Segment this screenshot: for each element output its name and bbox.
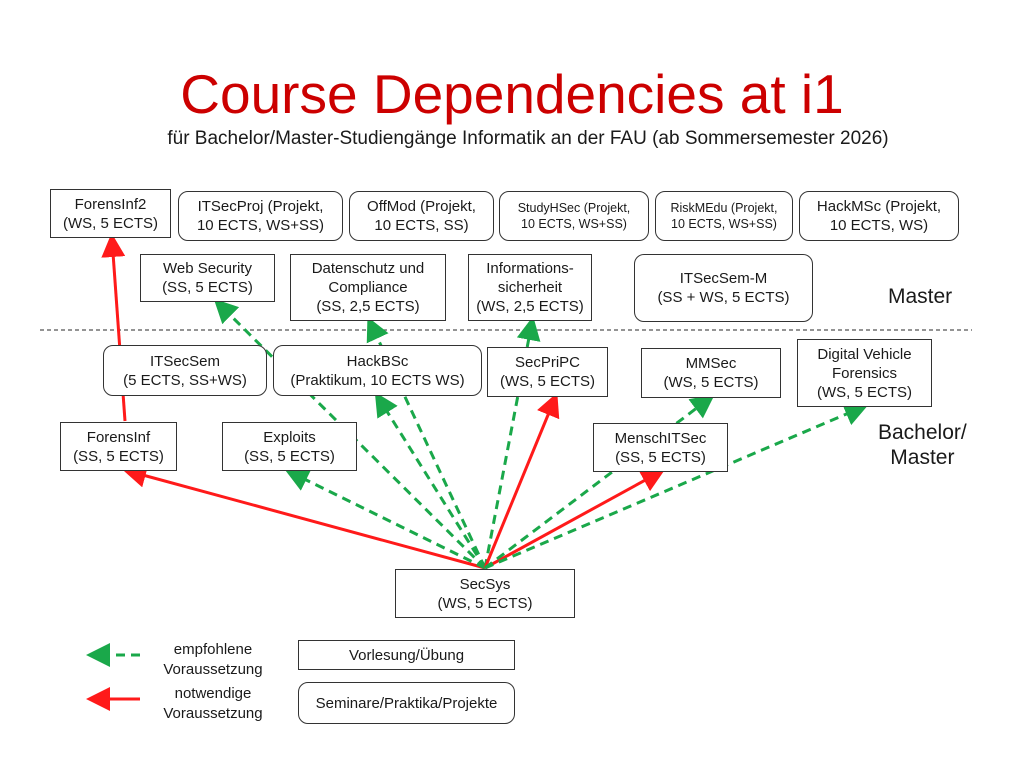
course-mmsec: MMSec (WS, 5 ECTS) [641, 348, 781, 398]
legend-lecture-box: Vorlesung/Übung [298, 640, 515, 670]
edge-secsys-to-menschitsec [484, 469, 666, 570]
course-itsecsem: ITSecSem (5 ECTS, SS+WS) [103, 345, 267, 396]
course-websecurity: Web Security (SS, 5 ECTS) [140, 254, 275, 302]
course-offmod: OffMod (Projekt, 10 ECTS, SS) [349, 191, 494, 241]
course-forensinf2: ForensInf2 (WS, 5 ECTS) [50, 189, 171, 238]
edge-secsys-to-forensinf [122, 464, 486, 570]
legend-seminar-box: Seminare/Praktika/Projekte [298, 682, 515, 724]
course-infosec: Informations- sicherheit (WS, 2,5 ECTS) [468, 254, 592, 321]
legend-recommended-label: empfohlene Voraussetzung [163, 641, 263, 678]
edge-secsys-to-secpripc [483, 392, 560, 569]
edge-secsys-to-infosec [483, 316, 541, 569]
edge-secsys-to-mmsec [484, 394, 715, 570]
course-menschitsec: MenschITSec (SS, 5 ECTS) [593, 423, 728, 472]
edge-secsys-to-exploits [284, 469, 486, 570]
course-hackbsc: HackBSc (Praktikum, 10 ECTS WS) [273, 345, 482, 396]
course-studyhsec: StudyHSec (Projekt, 10 ECTS, WS+SS) [499, 191, 649, 241]
level-label-bachelor-master: Bachelor/ Master [878, 421, 967, 469]
legend-required-label: notwendige Voraussetzung [163, 685, 263, 722]
course-exploits: Exploits (SS, 5 ECTS) [222, 422, 357, 471]
edge-secsys-to-hackbsc [374, 391, 487, 569]
course-itsecproj: ITSecProj (Projekt, 10 ECTS, WS+SS) [178, 191, 343, 241]
diagram-subtitle: für Bachelor/Master-Studiengänge Informa… [167, 128, 889, 149]
edge-secsys-to-dvf [484, 403, 869, 570]
diagram-title: Course Dependencies at i1 [180, 63, 844, 125]
course-secsys: SecSys (WS, 5 ECTS) [395, 569, 575, 618]
course-forensinf: ForensInf (SS, 5 ECTS) [60, 422, 177, 471]
level-label-master: Master [888, 285, 953, 308]
course-secpripc: SecPriPC (WS, 5 ECTS) [487, 347, 608, 397]
course-riskmedu: RiskMEdu (Projekt, 10 ECTS, WS+SS) [655, 191, 793, 241]
course-itsecsemm: ITSecSem-M (SS + WS, 5 ECTS) [634, 254, 813, 322]
course-hackmsc: HackMSc (Projekt, 10 ECTS, WS) [799, 191, 959, 241]
course-dvf: Digital Vehicle Forensics (WS, 5 ECTS) [797, 339, 932, 407]
course-datenschutz: Datenschutz und Compliance (SS, 2,5 ECTS… [290, 254, 446, 321]
